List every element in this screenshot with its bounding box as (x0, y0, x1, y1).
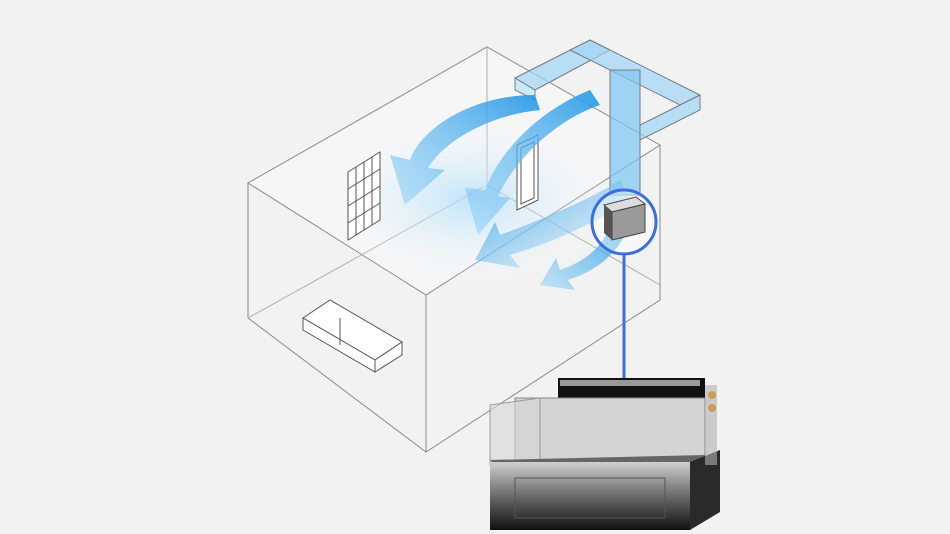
window-icon (347, 151, 381, 241)
indoor-unit-highlight (590, 188, 658, 378)
ducted-ac-unit (489, 378, 720, 530)
sofa-icon (302, 299, 403, 373)
duct (513, 39, 702, 196)
